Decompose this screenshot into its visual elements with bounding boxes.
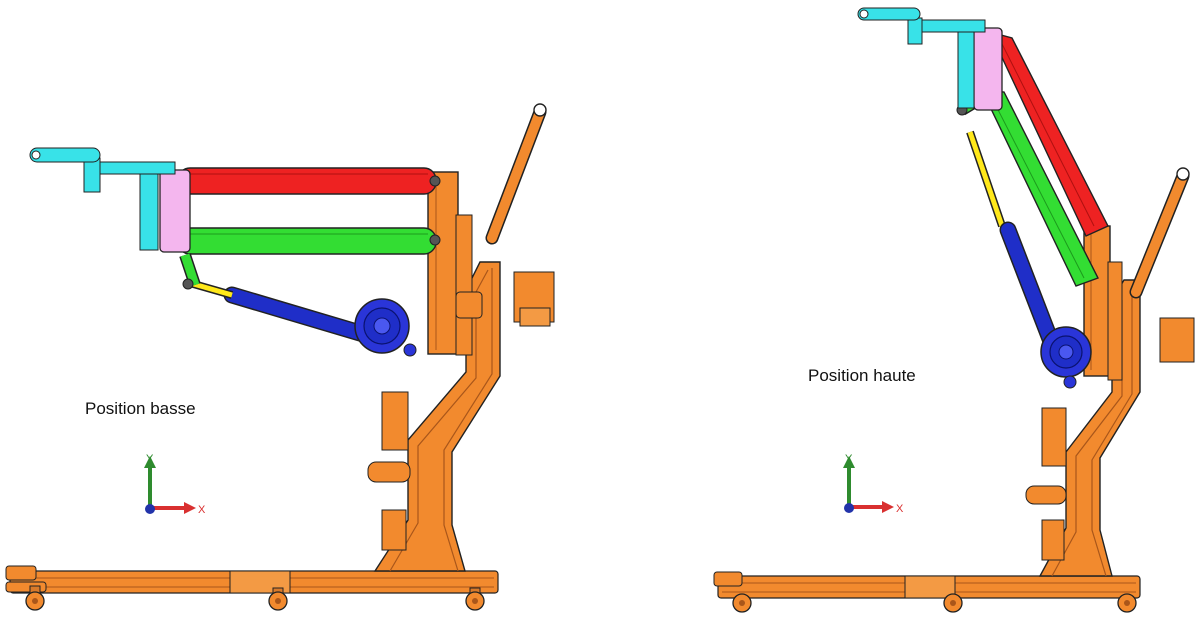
caster-wheel <box>1117 593 1137 613</box>
base-frame <box>5 565 499 594</box>
axis-y-label: Y <box>146 453 154 465</box>
lifting-head <box>29 147 191 253</box>
actuator-cylinder <box>188 279 417 357</box>
push-handle <box>485 103 547 245</box>
caption-position-basse: Position basse <box>85 399 196 418</box>
base-frame <box>713 571 1141 599</box>
axis-y-label: Y <box>845 453 853 465</box>
column <box>427 171 483 356</box>
upper-arm <box>174 167 441 195</box>
coordinate-triad: Y X <box>843 453 904 515</box>
coordinate-triad: Y X <box>144 453 206 516</box>
axis-x-label: X <box>896 503 904 515</box>
caster-wheel <box>25 585 45 611</box>
caption-position-haute: Position haute <box>808 366 916 385</box>
axis-x-label: X <box>198 504 206 516</box>
caster-wheel <box>465 587 485 611</box>
lift-high-position: Y X <box>713 7 1195 613</box>
caster-wheel <box>732 593 752 613</box>
caster-wheel <box>268 587 288 611</box>
caster-wheel <box>943 593 963 613</box>
lifting-head <box>857 7 1003 111</box>
lower-arm <box>174 227 441 290</box>
lift-low-position: Y X <box>5 103 555 611</box>
push-handle <box>1129 167 1190 299</box>
actuator-cylinder <box>966 130 1092 389</box>
